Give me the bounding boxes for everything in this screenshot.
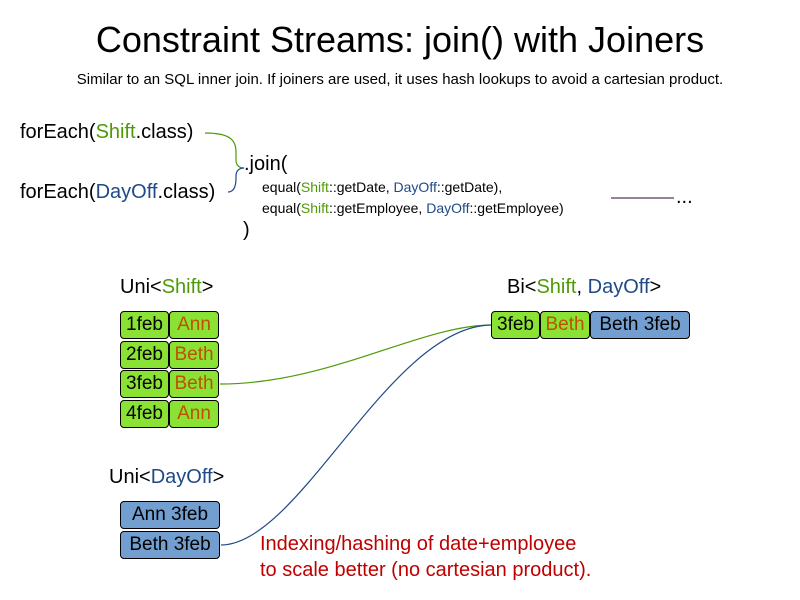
note-line-1: Indexing/hashing of date+employee — [260, 533, 577, 555]
page-title: Constraint Streams: join() with Joiners — [95, 19, 705, 60]
dayoff-cell: Beth 3feb — [120, 531, 220, 559]
for-each-dayoff: forEach(DayOff.class) — [20, 181, 216, 203]
shift-date-cell: 1feb — [120, 311, 169, 339]
join-open: .join( — [244, 153, 288, 175]
bi-label: Bi<Shift, DayOff> — [507, 276, 662, 298]
join-close: ) — [243, 219, 250, 241]
shift-employee-cell: Beth — [169, 370, 219, 398]
shift-date-cell: 2feb — [120, 341, 169, 369]
joiner-date: equal(Shift::getDate, DayOff::getDate), — [262, 179, 503, 195]
dayoff-cell: Ann 3feb — [120, 501, 220, 529]
bi-shift-employee-cell: Beth — [540, 311, 590, 339]
shift-date-cell: 3feb — [120, 370, 169, 398]
uni-dayoff-label: Uni<DayOff> — [109, 466, 225, 488]
shift-employee-cell: Beth — [169, 341, 219, 369]
shift-employee-cell: Ann — [169, 400, 219, 428]
note-line-2: to scale better (no cartesian product). — [260, 559, 592, 581]
joiner-employee: equal(Shift::getEmployee, DayOff::getEmp… — [262, 200, 564, 216]
shift-join-wire — [219, 324, 493, 385]
uni-shift-label: Uni<Shift> — [120, 276, 214, 298]
page-subtitle: Similar to an SQL inner join. If joiners… — [76, 71, 724, 88]
bi-shift-date-cell: 3feb — [491, 311, 540, 339]
shift-employee-cell: Ann — [169, 311, 219, 339]
ellipsis: ... — [676, 186, 693, 208]
for-each-shift: forEach(Shift.class) — [20, 121, 194, 143]
dayoff-join-wire — [220, 324, 493, 546]
dayoff-brace-wire — [227, 167, 245, 193]
shift-date-cell: 4feb — [120, 400, 169, 428]
bi-dayoff-cell: Beth 3feb — [590, 311, 690, 339]
shift-brace-wire — [204, 132, 245, 169]
